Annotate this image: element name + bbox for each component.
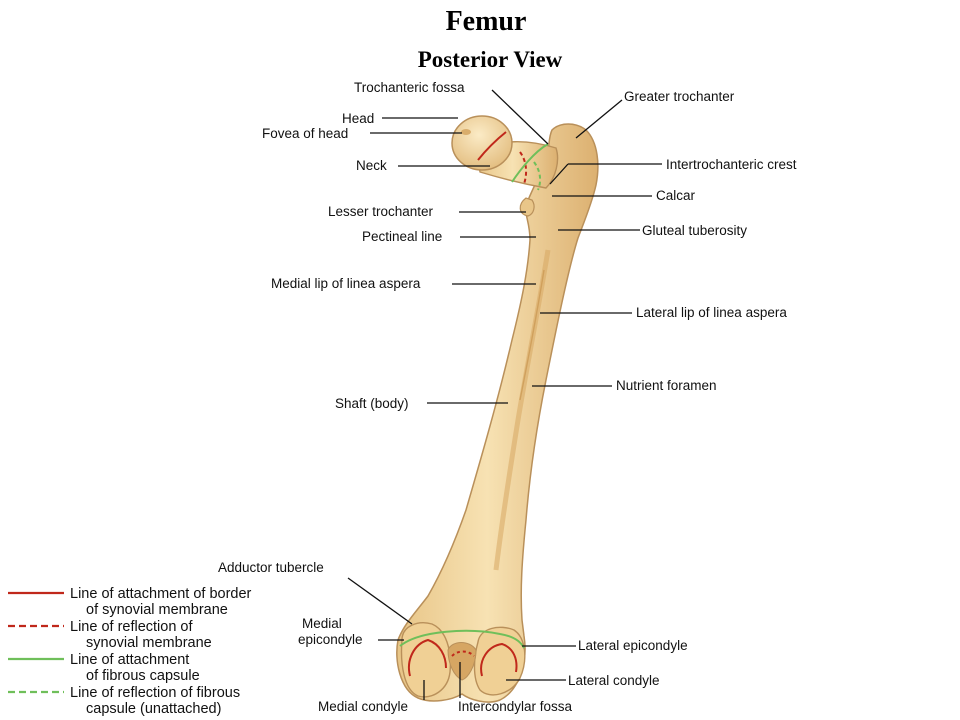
label-lateral-lip: Lateral lip of linea aspera [636, 305, 787, 320]
legend-text: Line of reflection of fibrous [70, 685, 240, 701]
fibrous-attachment-proximal [511, 143, 549, 183]
legend-text: capsule (unattached) [86, 701, 221, 717]
synovial-attachment-distal-lateral [480, 642, 518, 677]
lateral-condyle-shape [473, 626, 526, 696]
synovial-attachment-proximal [477, 131, 507, 161]
legend-item-fibrous-reflection: Line of reflection of fibrous capsule (u… [8, 685, 240, 717]
synovial-reflection-proximal [519, 151, 528, 185]
medial-condyle-shape [400, 622, 452, 698]
label-calcar: Calcar [656, 188, 696, 203]
label-lateral-epicondyle: Lateral epicondyle [578, 638, 688, 653]
legend-text: Line of attachment [70, 652, 189, 668]
label-head: Head [342, 111, 374, 126]
label-medial-epicondyle-line1: Medial [302, 616, 342, 631]
label-shaft: Shaft (body) [335, 396, 409, 411]
linea-aspera-mark [519, 269, 545, 401]
intercondylar-fossa-shape [447, 642, 477, 681]
synovial-attachment-distal [408, 638, 447, 677]
legend-text: of synovial membrane [86, 602, 228, 618]
label-pectineal-line: Pectineal line [362, 229, 442, 244]
label-greater-trochanter: Greater trochanter [624, 89, 735, 104]
fovea-mark [461, 129, 471, 135]
fibrous-attachment-distal [399, 629, 525, 649]
legend-text: Line of attachment of border [70, 586, 252, 602]
label-trochanteric-fossa: Trochanteric fossa [354, 80, 465, 95]
diagram-title: Femur [446, 6, 527, 37]
label-lesser-trochanter: Lesser trochanter [328, 204, 434, 219]
legend-item-synovial-reflection: Line of reflection of synovial membrane [8, 619, 212, 651]
legend-text: Line of reflection of [70, 619, 193, 635]
femur-body [396, 123, 599, 703]
label-nutrient-foramen: Nutrient foramen [616, 378, 717, 393]
lesser-trochanter-bump [519, 197, 535, 217]
diagram-subtitle: Posterior View [418, 47, 563, 72]
label-fovea-of-head: Fovea of head [262, 126, 348, 141]
legend-text: of fibrous capsule [86, 668, 200, 684]
leader-lines [347, 89, 662, 700]
label-gluteal-tuberosity: Gluteal tuberosity [642, 223, 747, 238]
legend: Line of attachment of border of synovial… [8, 586, 252, 717]
label-intertrochanteric-crest: Intertrochanteric crest [666, 157, 797, 172]
label-medial-epicondyle-line2: epicondyle [298, 632, 363, 647]
label-lateral-condyle: Lateral condyle [568, 673, 660, 688]
label-neck: Neck [356, 158, 387, 173]
label-medial-condyle: Medial condyle [318, 699, 408, 714]
synovial-reflection-distal [451, 650, 475, 657]
femur-illustration [396, 115, 599, 703]
legend-item-fibrous-attachment: Line of attachment of fibrous capsule [8, 652, 200, 684]
labels: Trochanteric fossa Head Fovea of head Ne… [218, 80, 797, 714]
label-intercondylar-fossa: Intercondylar fossa [458, 699, 573, 714]
label-adductor-tubercle: Adductor tubercle [218, 560, 324, 575]
label-medial-lip: Medial lip of linea aspera [271, 276, 421, 291]
legend-text: synovial membrane [86, 635, 212, 651]
femur-head [451, 115, 513, 171]
legend-item-synovial-attachment: Line of attachment of border of synovial… [8, 586, 252, 618]
fibrous-reflection-proximal [533, 161, 542, 191]
